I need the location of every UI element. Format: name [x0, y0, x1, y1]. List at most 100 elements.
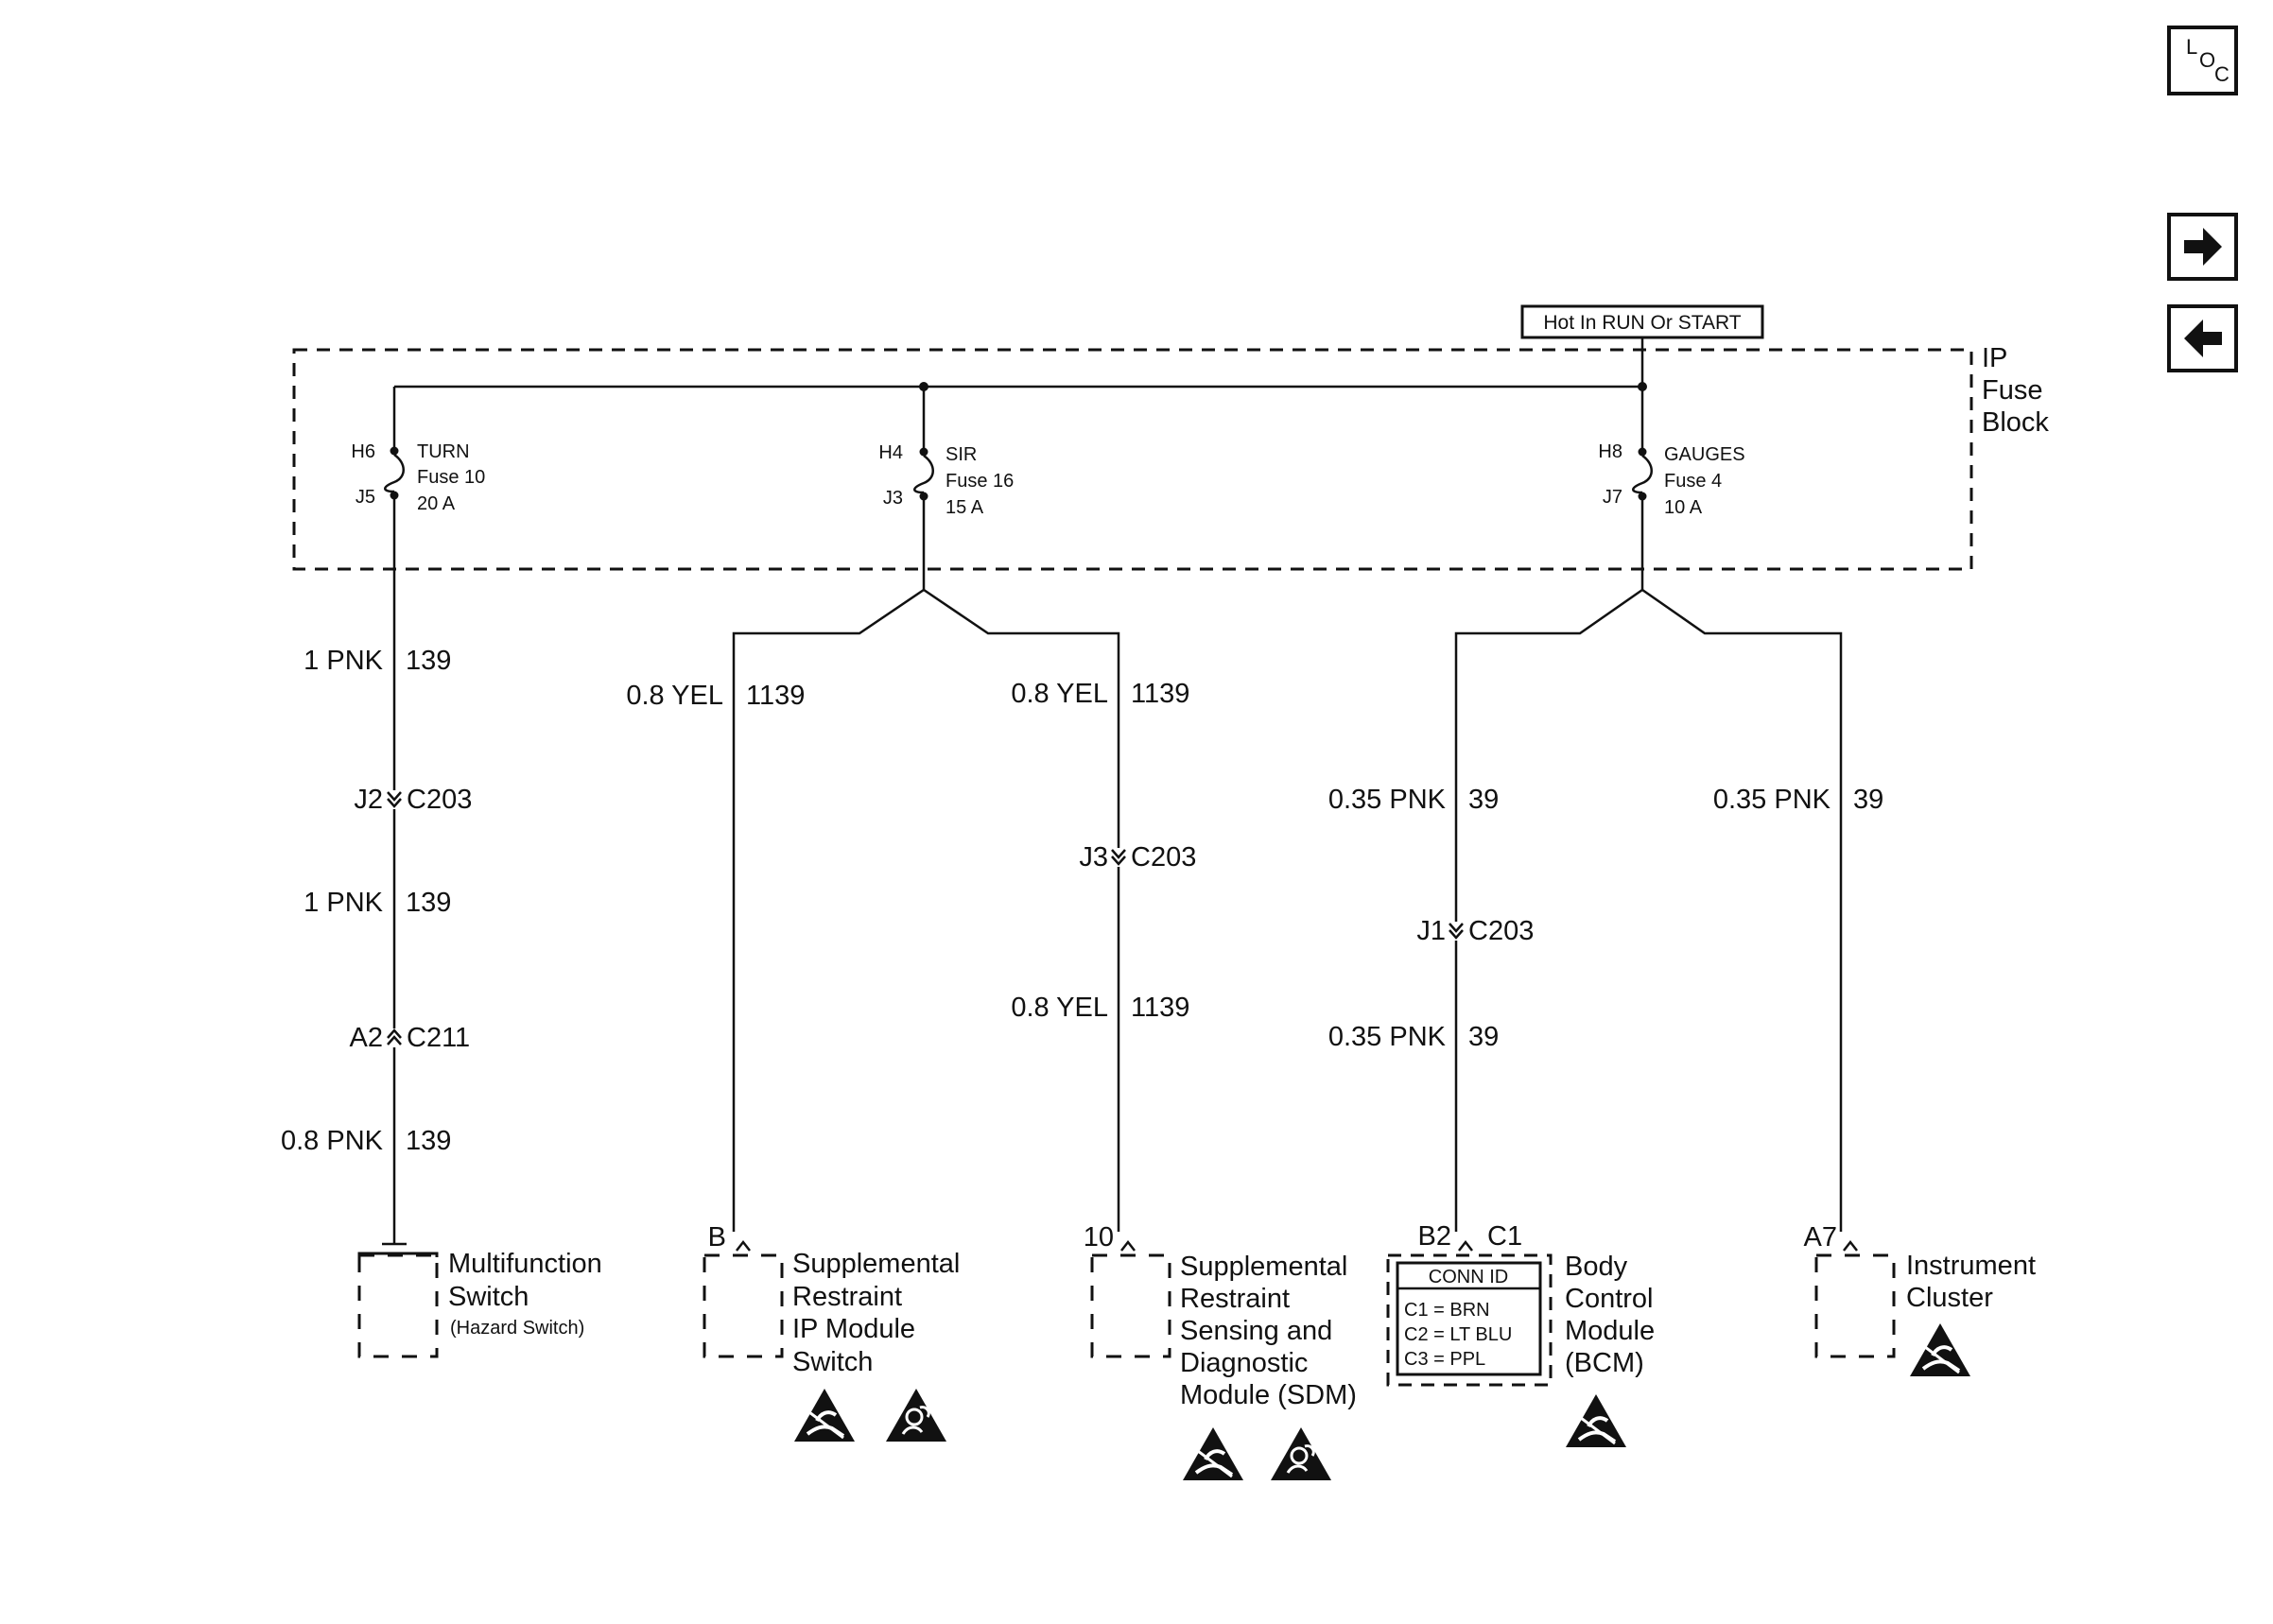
- bcm-terminal-connector: C1: [1487, 1221, 1522, 1252]
- sdm-label-3: Sensing and: [1180, 1316, 1332, 1346]
- fuse-gauges-out-pin: J7: [1603, 487, 1622, 508]
- connector-c203-j3: J3 C203: [1079, 842, 1196, 872]
- fuse-sir-rating: 15 A: [946, 497, 984, 518]
- fuse-block-label-1: IP: [1982, 343, 2007, 373]
- bcm-terminal-pin: B2: [1418, 1221, 1451, 1252]
- loc-button[interactable]: L O C: [2167, 26, 2238, 95]
- wire-size-1: 1 PNK: [304, 646, 383, 676]
- connector-c203-j2-pin: J2: [354, 785, 383, 815]
- multifunction-label-1: Multifunction: [448, 1249, 602, 1279]
- fuse-gauges: H8 J7 GAUGES Fuse 4 10 A: [1598, 387, 1745, 590]
- connector-c203-j2-name: C203: [407, 785, 472, 815]
- wire-size-2: 1 PNK: [304, 888, 383, 918]
- gauges-branch: [1454, 588, 1843, 1232]
- connector-c203-j1: J1 C203: [1416, 916, 1534, 946]
- cluster-terminal: A7: [1804, 1222, 1837, 1253]
- connector-c203-j3-name: C203: [1131, 842, 1196, 872]
- sdm-module: 10 Supplemental Restraint Sensing and Di…: [1084, 1222, 1357, 1482]
- sdm-label-5: Module (SDM): [1180, 1380, 1357, 1410]
- fuse-sir: H4 J3 SIR Fuse 16 15 A: [878, 387, 1014, 590]
- connector-c203-j3-pin: J3: [1079, 842, 1108, 872]
- connector-c203-j1-name: C203: [1468, 916, 1534, 946]
- fuse-turn-in-pin: H6: [351, 441, 375, 462]
- body-control-module: B2 C1 CONN ID C1 = BRN C2 = LT BLU C3 = …: [1386, 1221, 1655, 1449]
- arrow-left-icon: [2184, 320, 2222, 357]
- wire-size-3: 0.8 PNK: [281, 1126, 384, 1156]
- sir-switch-label-4: Switch: [792, 1347, 873, 1377]
- conn-id-title: CONN ID: [1429, 1267, 1508, 1287]
- multifunction-switch: Multifunction Switch (Hazard Switch): [357, 1242, 602, 1358]
- esd-warning-icon: [1908, 1322, 1972, 1378]
- connector-c211-a2-name: C211: [407, 1023, 470, 1053]
- next-page-button[interactable]: [2167, 213, 2238, 281]
- fuse-gauges-in-pin: H8: [1598, 441, 1622, 462]
- wire-circuit-2: 139: [406, 888, 451, 918]
- sir-switch-terminal: B: [708, 1222, 726, 1253]
- fuse-turn-name: TURN: [417, 441, 470, 462]
- multifunction-label-3: (Hazard Switch): [450, 1318, 584, 1339]
- fuse-gauges-name: GAUGES: [1664, 444, 1745, 465]
- cluster-label-1: Instrument: [1906, 1251, 2036, 1281]
- wire-circuit-3: 139: [406, 1126, 451, 1156]
- sir-switch-label-1: Supplemental: [792, 1249, 960, 1279]
- wire-circuit-8: 39: [1468, 1022, 1499, 1052]
- esd-warning-icon: [1564, 1392, 1628, 1449]
- airbag-warning-icon: [884, 1387, 948, 1443]
- bcm-label-2: Control: [1565, 1284, 1654, 1314]
- wire-size-5: 0.8 YEL: [1011, 679, 1108, 709]
- multifunction-label-2: Switch: [448, 1282, 529, 1312]
- bcm-label-1: Body: [1565, 1252, 1628, 1282]
- fuse-gauges-rating: 10 A: [1664, 497, 1703, 518]
- fuse-sir-out-pin: J3: [883, 488, 903, 509]
- bcm-label-4: (BCM): [1565, 1348, 1644, 1378]
- conn-id-table: [1396, 1261, 1542, 1376]
- power-source-label: Hot In RUN Or START: [1520, 304, 1764, 339]
- prev-page-button[interactable]: [2167, 304, 2238, 372]
- sir-switch-label-3: IP Module: [792, 1314, 915, 1344]
- arrow-right-icon: [2184, 228, 2222, 266]
- fuse-sir-name: SIR: [946, 444, 977, 465]
- sir-switch-label-2: Restraint: [792, 1282, 902, 1312]
- wire-size-6: 0.8 YEL: [1011, 993, 1108, 1023]
- fuse-turn: H6 J5 TURN Fuse 10 20 A: [351, 387, 485, 1244]
- wire-circuit-9: 39: [1853, 785, 1883, 815]
- wire-size-4: 0.8 YEL: [626, 681, 723, 711]
- fuse-sir-in-pin: H4: [878, 442, 903, 463]
- airbag-warning-icon: [1269, 1425, 1333, 1482]
- wire-size-8: 0.35 PNK: [1328, 1022, 1447, 1052]
- power-source-text: Hot In RUN Or START: [1543, 312, 1741, 334]
- instrument-cluster: A7 Instrument Cluster: [1804, 1222, 2036, 1378]
- sdm-terminal: 10: [1084, 1222, 1114, 1253]
- connector-c203-j2: J2 C203: [354, 785, 472, 815]
- fuse-turn-out-pin: J5: [356, 487, 375, 508]
- sir-branch: [732, 588, 1120, 1232]
- wire-circuit-5: 1139: [1131, 679, 1189, 709]
- wire-size-9: 0.35 PNK: [1713, 785, 1831, 815]
- esd-warning-icon: [1181, 1425, 1245, 1482]
- fuse-sir-number: Fuse 16: [946, 471, 1014, 492]
- sdm-label-2: Restraint: [1180, 1284, 1290, 1314]
- loc-l: L: [2186, 35, 2197, 59]
- conn-id-row-1: C1 = BRN: [1404, 1300, 1490, 1321]
- conn-id-row-3: C3 = PPL: [1404, 1349, 1485, 1370]
- conn-id-row-2: C2 = LT BLU: [1404, 1324, 1512, 1345]
- loc-c: C: [2214, 62, 2230, 86]
- connector-c203-j1-pin: J1: [1416, 916, 1446, 946]
- bcm-label-3: Module: [1565, 1316, 1655, 1346]
- wire-size-7: 0.35 PNK: [1328, 785, 1447, 815]
- sdm-label-4: Diagnostic: [1180, 1348, 1308, 1378]
- connector-c211-a2-pin: A2: [350, 1023, 383, 1053]
- ip-fuse-block: [292, 348, 1973, 571]
- wire-circuit-7: 39: [1468, 785, 1499, 815]
- fuse-turn-number: Fuse 10: [417, 467, 485, 488]
- fuse-gauges-number: Fuse 4: [1664, 471, 1722, 492]
- loc-o: O: [2199, 48, 2215, 72]
- cluster-label-2: Cluster: [1906, 1283, 1993, 1313]
- sir-ip-module-switch: B Supplemental Restraint IP Module Switc…: [703, 1222, 960, 1443]
- esd-warning-icon: [792, 1387, 857, 1443]
- fuse-turn-rating: 20 A: [417, 493, 456, 514]
- wire-circuit-6: 1139: [1131, 993, 1189, 1023]
- fuse-block-label-3: Block: [1982, 407, 2049, 438]
- wire-circuit-1: 139: [406, 646, 451, 676]
